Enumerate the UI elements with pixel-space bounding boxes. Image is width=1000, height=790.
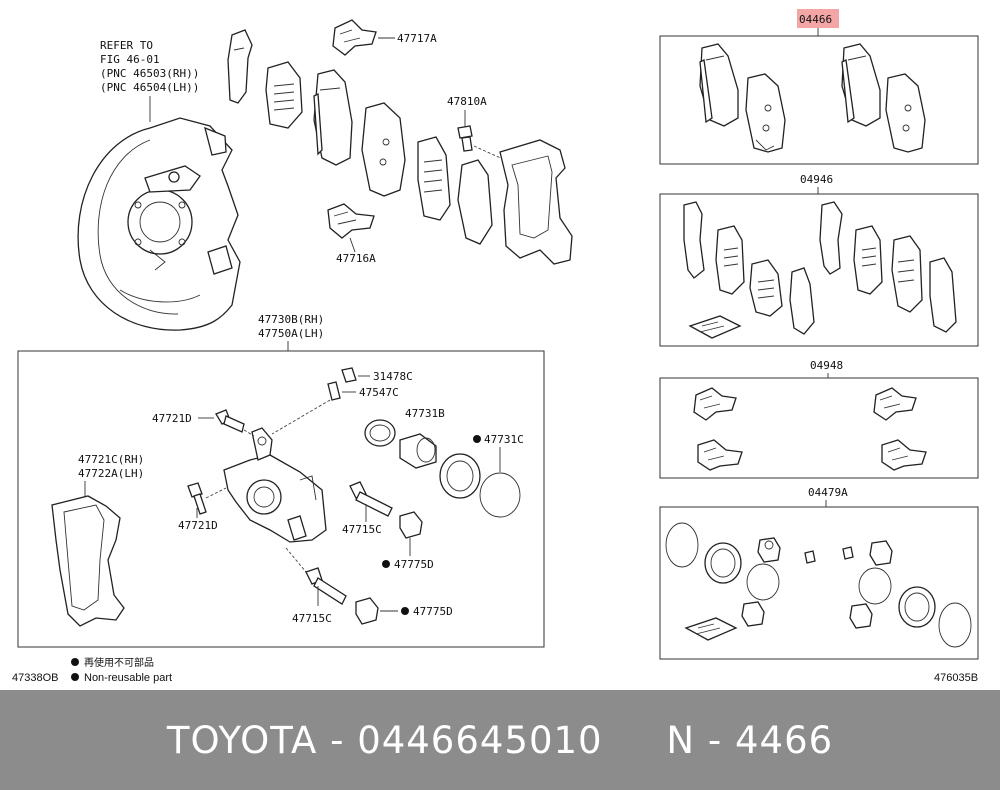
label-47722A: 47722A(LH): [78, 467, 144, 480]
label-47731C: 47731C: [484, 433, 524, 446]
refer-line-4: (PNC 46504(LH)): [100, 81, 199, 94]
ref-left: 47338OB: [12, 672, 58, 684]
non-reusable-marker-47775D-lower: [401, 607, 409, 615]
banner-dash-2: -: [707, 718, 723, 762]
label-47717A: 47717A: [397, 32, 437, 45]
piston-seal-ring: [364, 419, 396, 447]
anti-squeal-shim-1: [227, 29, 253, 104]
slide-pin-47715C-upper: 47715C: [342, 481, 393, 536]
seal-47731C: 47731C: [473, 433, 524, 518]
bleeder-plug-47547C: 47547C: [271, 381, 399, 435]
anti-squeal-shim-4: [457, 159, 493, 245]
caliper-body: [223, 427, 327, 543]
kit-04466-pad-b: [745, 73, 786, 153]
caliper-mounting-bracket: 47721C(RH) 47722A(LH): [51, 453, 144, 627]
code-prefix: N: [666, 718, 696, 762]
part-number-banner: TOYOTA - 0446645010 N - 4466: [0, 690, 1000, 790]
parts-diagram: REFER TO FIG 46-01 (PNC 46503(RH)) (PNC …: [12, 9, 979, 684]
anti-squeal-shim-3: [417, 136, 451, 221]
label-47721D-bottom: 47721D: [178, 519, 218, 532]
refer-line-3: (PNC 46503(RH)): [100, 67, 199, 80]
label-47721D-top: 47721D: [152, 412, 192, 425]
non-reusable-marker-47775D-upper: [382, 560, 390, 568]
diagram-code: 4466: [734, 718, 834, 762]
label-47775D-upper: 47775D: [394, 558, 434, 571]
highlight-04466: [797, 9, 839, 28]
legend-dot-2: [71, 673, 79, 681]
legend-english: Non-reusable part: [84, 672, 172, 684]
bolt-47721D-upper: 47721D: [152, 409, 255, 437]
brand-name: TOYOTA: [166, 718, 318, 762]
anti-squeal-shim-2: [265, 61, 303, 129]
banner-dash-1: -: [330, 718, 345, 762]
kit-04466: 04466: [659, 9, 979, 165]
label-47547C: 47547C: [359, 386, 399, 399]
label-04946: 04946: [800, 173, 833, 186]
cap-31478C: 31478C: [341, 367, 413, 383]
part-number: 0446645010: [357, 718, 603, 762]
ref-right: 476035B: [934, 672, 978, 684]
label-47715C-upper: 47715C: [342, 523, 382, 536]
kit-04948: 04948: [659, 359, 979, 479]
label-04466: 04466: [799, 13, 832, 26]
refer-note: REFER TO FIG 46-01 (PNC 46503(RH)) (PNC …: [100, 39, 199, 122]
kit-04946: 04946: [659, 173, 979, 347]
label-47750A: 47750A(LH): [258, 327, 324, 340]
refer-line-1: REFER TO: [100, 39, 153, 52]
kit-04466-pad-c: [841, 43, 881, 127]
caliper-assembly-box: [17, 350, 545, 648]
caliper-assembly-label: 47730B(RH) 47750A(LH): [258, 313, 324, 351]
slide-pin-47715C-lower: 47715C: [285, 547, 347, 625]
caliper-mounting-bracket-top: [499, 139, 573, 265]
label-47721C: 47721C(RH): [78, 453, 144, 466]
label-31478C: 31478C: [373, 370, 413, 383]
legend-japanese: 再使用不可部品: [84, 656, 154, 669]
label-04479A: 04479A: [808, 486, 848, 499]
pad-support-plate-47716A: 47716A: [327, 203, 376, 265]
kit-04466-pad-d: [885, 73, 926, 153]
bolt-47810A: 47810A: [447, 95, 506, 161]
label-47731B: 47731B: [405, 407, 445, 420]
bolt-47721D-lower: 47721D: [178, 482, 227, 532]
piston-boot: [439, 453, 481, 499]
pad-support-plate-47717A: 47717A: [332, 19, 437, 56]
pin-boot-47775D-upper: 47775D: [382, 511, 434, 571]
kit-04479A: 04479A: [659, 486, 979, 660]
brake-pad-2: [361, 102, 406, 197]
dust-cover-plate: [77, 117, 241, 331]
piston-47731B: 47731B: [399, 407, 445, 469]
non-reusable-marker-47731C: [473, 435, 481, 443]
pin-boot-47775D-lower: 47775D: [355, 597, 453, 625]
label-47716A: 47716A: [336, 252, 376, 265]
kit-04466-pad-a: [699, 43, 739, 127]
refer-line-2: FIG 46-01: [100, 53, 160, 66]
diagram-canvas: REFER TO FIG 46-01 (PNC 46503(RH)) (PNC …: [12, 9, 979, 684]
label-04948: 04948: [810, 359, 843, 372]
legend: 再使用不可部品 Non-reusable part: [71, 656, 172, 684]
brake-pad-1: [313, 69, 353, 166]
legend-dot-1: [71, 658, 79, 666]
label-47730B: 47730B(RH): [258, 313, 324, 326]
label-47715C-lower: 47715C: [292, 612, 332, 625]
label-47810A: 47810A: [447, 95, 487, 108]
label-47775D-lower: 47775D: [413, 605, 453, 618]
